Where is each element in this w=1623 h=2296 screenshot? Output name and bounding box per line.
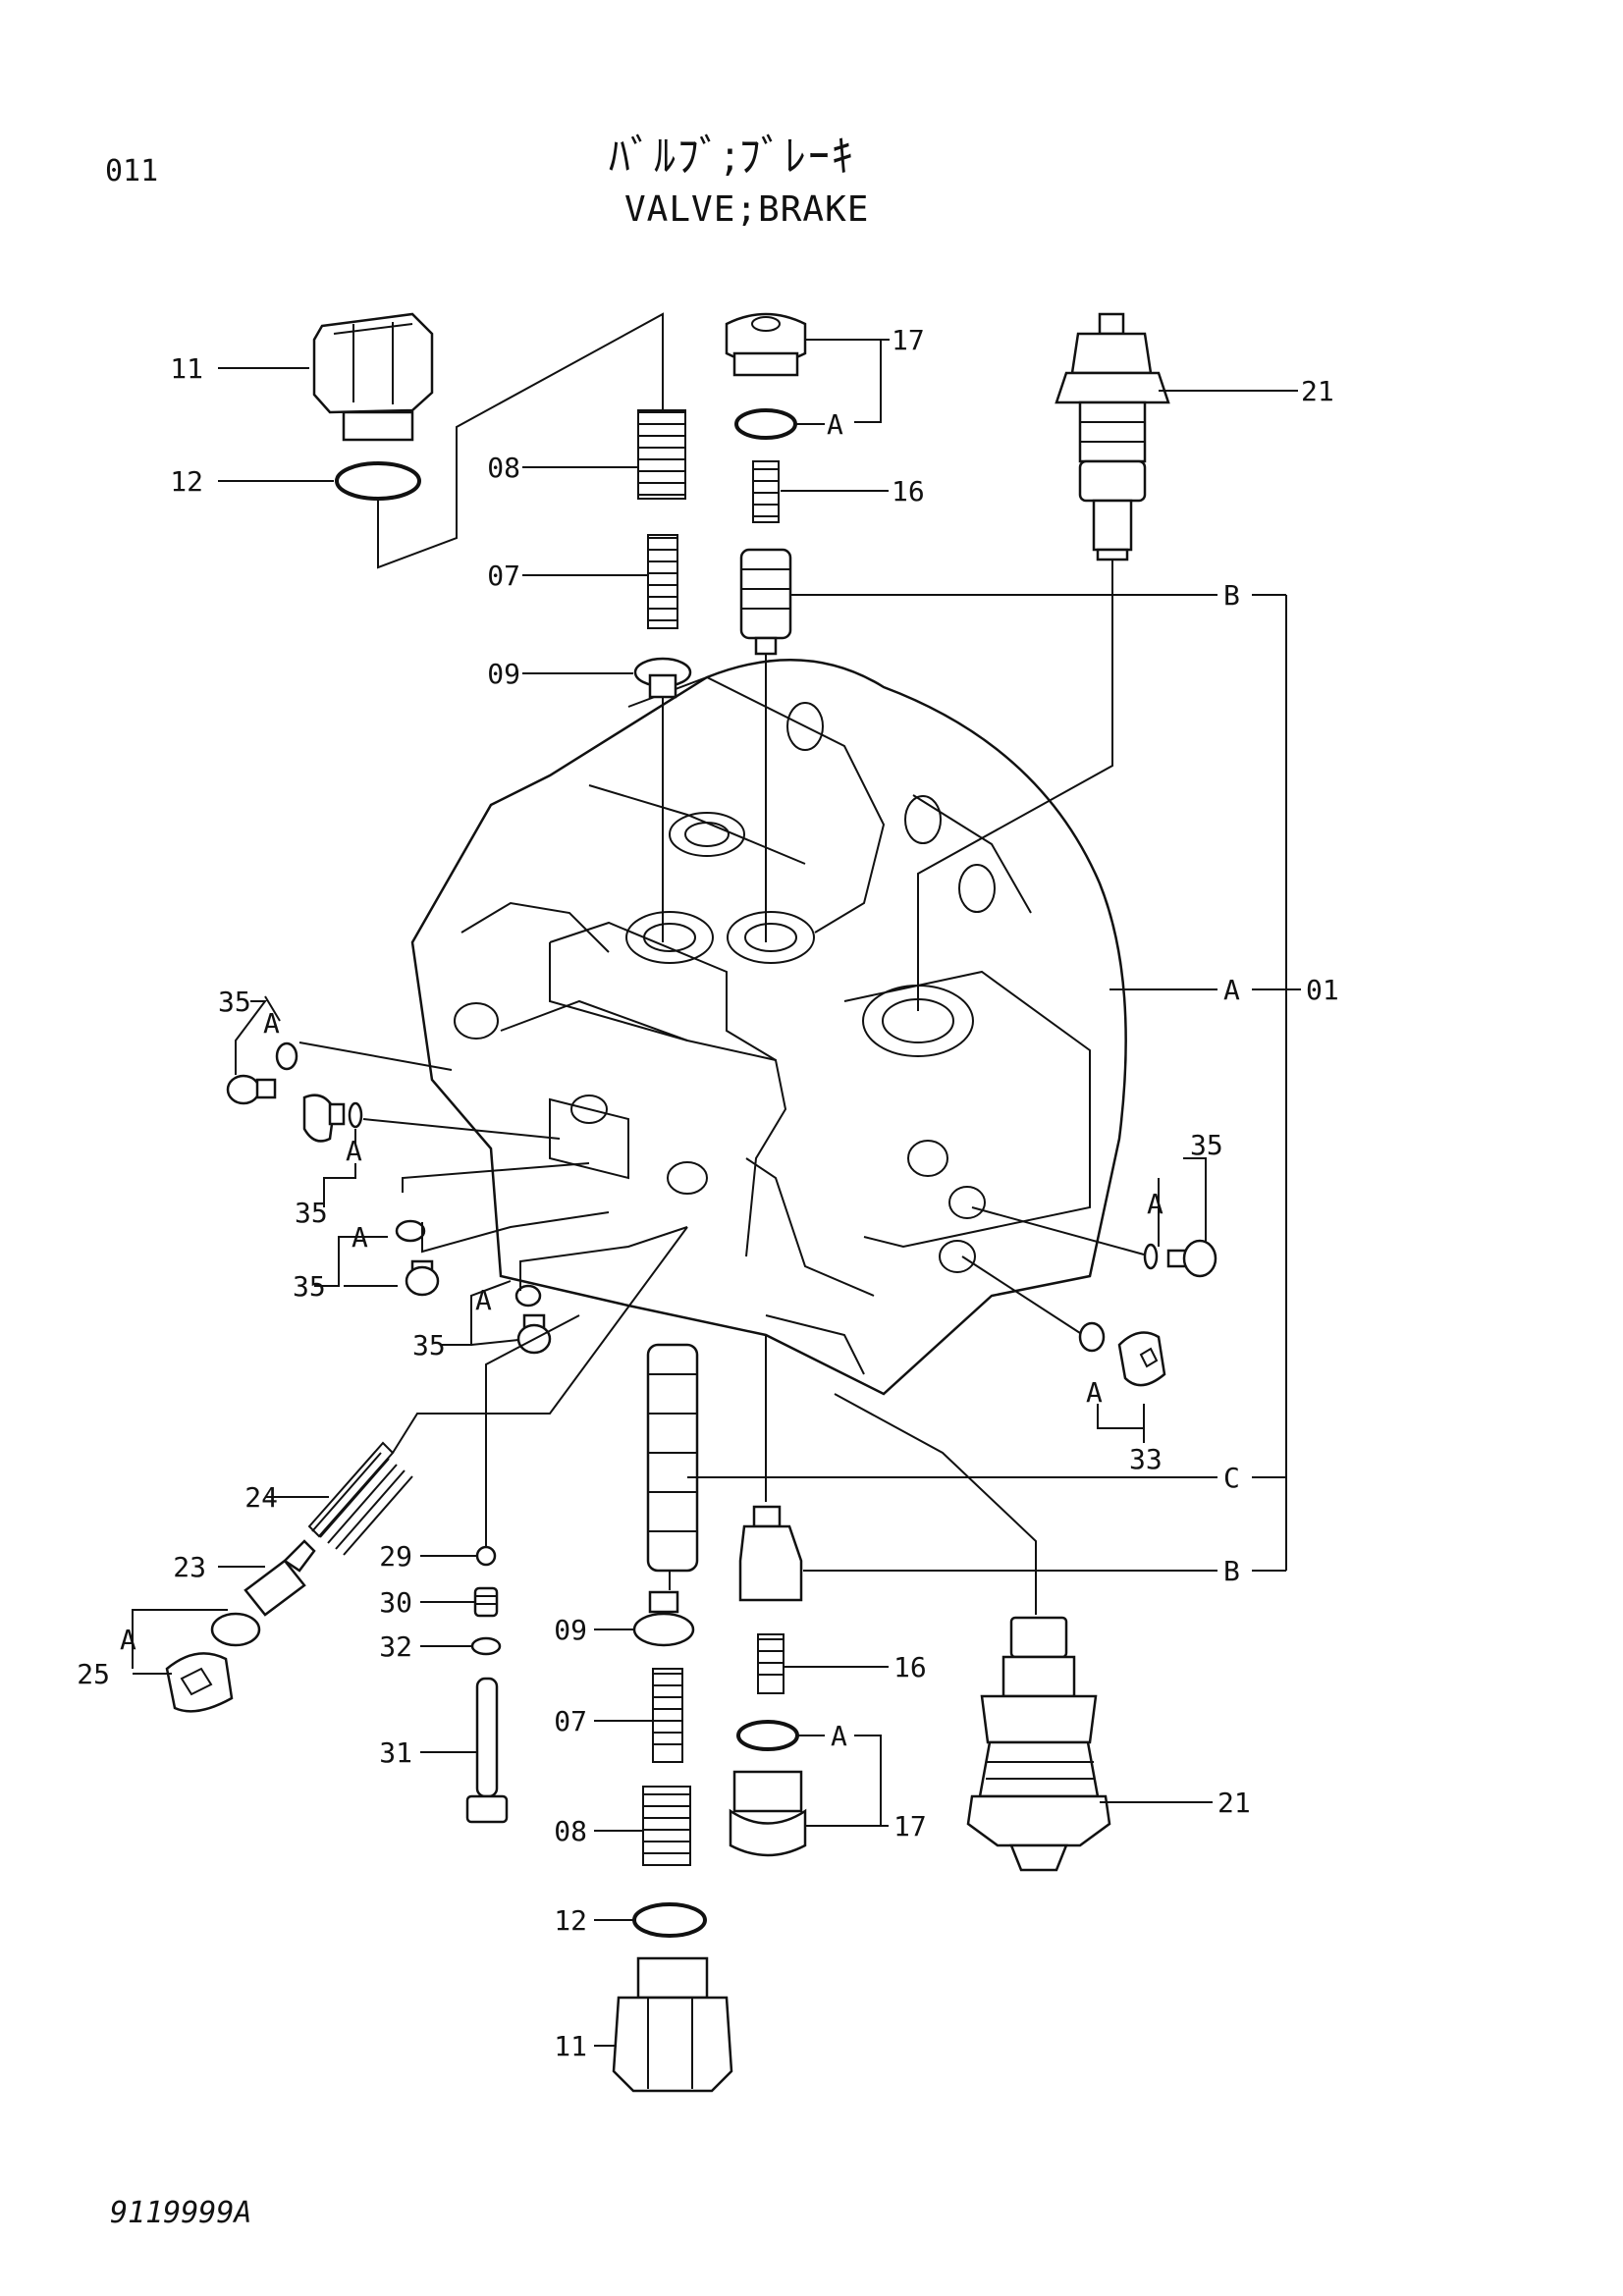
plug-11-bottom — [612, 1956, 733, 2093]
callout-08-top: 08 — [487, 452, 520, 484]
callout-a-33: A — [1086, 1376, 1103, 1409]
seat-09-top — [633, 657, 692, 699]
plug-25 — [165, 1652, 234, 1713]
callout-29: 29 — [379, 1540, 412, 1573]
callout-a-bottom: A — [831, 1720, 847, 1752]
callout-25: 25 — [77, 1658, 110, 1690]
drawing-number: 9119999A — [110, 2196, 252, 2230]
callout-35-c: 35 — [293, 1270, 326, 1303]
oring-12-top — [335, 461, 421, 501]
callout-labels: 11 12 08 07 09 17 A 16 21 B A 01 35 A 35… — [77, 324, 1338, 2062]
callout-21-bottom: 21 — [1217, 1787, 1251, 1819]
callout-17-top: 17 — [892, 324, 925, 356]
callout-11-top: 11 — [170, 352, 203, 385]
callout-21-top: 21 — [1301, 375, 1334, 407]
callout-31: 31 — [379, 1736, 412, 1769]
spring-16-top — [752, 460, 780, 523]
plug-17-top — [725, 312, 807, 377]
callout-09-bottom: 09 — [554, 1614, 587, 1646]
oring-17-bottom — [736, 1720, 799, 1751]
callout-a-35-a: A — [263, 1007, 280, 1040]
callout-a-body: A — [1223, 974, 1240, 1006]
title-english: VALVE;BRAKE — [624, 189, 870, 230]
spring-24 — [307, 1441, 413, 1556]
oring-25 — [210, 1612, 261, 1647]
callout-17-bottom: 17 — [893, 1810, 927, 1842]
callout-b-top: B — [1223, 579, 1240, 612]
spring-08-top — [637, 409, 686, 500]
spring-07-bottom — [652, 1668, 683, 1763]
callout-35-e: 35 — [1190, 1129, 1223, 1161]
title-japanese: ﾊﾞﾙﾌﾞ;ﾌﾞﾚｰｷ — [609, 132, 855, 182]
spring-16-bottom — [757, 1633, 784, 1694]
ball-29 — [475, 1545, 497, 1567]
plug-17-bottom — [729, 1770, 807, 1857]
callout-35-d: 35 — [412, 1329, 446, 1362]
screw-23 — [243, 1539, 316, 1617]
callout-a-35-b: A — [346, 1135, 362, 1167]
spring-08-bottom — [642, 1786, 691, 1866]
oring-17-top — [734, 408, 797, 440]
valve-body — [410, 658, 1127, 1396]
callout-35-a: 35 — [218, 986, 251, 1018]
pin-31 — [465, 1677, 509, 1824]
callout-a-top: A — [827, 408, 843, 441]
callout-32: 32 — [379, 1630, 412, 1663]
callout-35-b: 35 — [295, 1197, 328, 1229]
callout-23: 23 — [173, 1551, 206, 1583]
leader-lines — [132, 312, 1301, 2047]
plug-35-b — [302, 1094, 363, 1143]
callout-11-bottom: 11 — [554, 2030, 587, 2062]
seat-09-bottom — [632, 1590, 695, 1647]
spool-lower-right — [738, 1505, 803, 1602]
page-number: 011 — [105, 154, 159, 188]
spool-top — [739, 548, 792, 656]
plug-35-a — [226, 1041, 298, 1105]
callout-08-bottom: 08 — [554, 1815, 587, 1847]
callout-b-bottom: B — [1223, 1555, 1240, 1587]
plug-11-top — [312, 312, 434, 442]
callout-24: 24 — [244, 1481, 278, 1514]
callout-12-top: 12 — [170, 465, 203, 498]
callout-a-35-c: A — [352, 1221, 368, 1254]
callout-12-bottom: 12 — [554, 1904, 587, 1937]
relief-valve-21-top — [1055, 312, 1170, 561]
oring-12-bottom — [632, 1902, 707, 1938]
spool-center — [646, 1343, 699, 1573]
relief-valve-21-bottom — [966, 1616, 1111, 1872]
callout-a-35-d: A — [475, 1284, 492, 1316]
oring-32 — [470, 1636, 502, 1656]
callout-16-top: 16 — [892, 475, 925, 507]
plug-30 — [473, 1586, 499, 1618]
plug-35-c — [395, 1219, 440, 1297]
callout-a-25: A — [120, 1624, 136, 1656]
callout-09-top: 09 — [487, 658, 520, 690]
callout-01: 01 — [1306, 974, 1339, 1006]
callout-a-35-e: A — [1147, 1188, 1163, 1220]
callout-16-bottom: 16 — [893, 1651, 927, 1683]
callout-07-top: 07 — [487, 560, 520, 592]
plug-33 — [1078, 1321, 1166, 1387]
spring-07-top — [647, 534, 678, 629]
callout-33: 33 — [1129, 1443, 1163, 1475]
callout-c: C — [1223, 1462, 1240, 1494]
callout-30: 30 — [379, 1586, 412, 1619]
plug-35-e — [1143, 1239, 1217, 1278]
plug-35-d — [514, 1284, 552, 1355]
callout-07-bottom: 07 — [554, 1705, 587, 1737]
